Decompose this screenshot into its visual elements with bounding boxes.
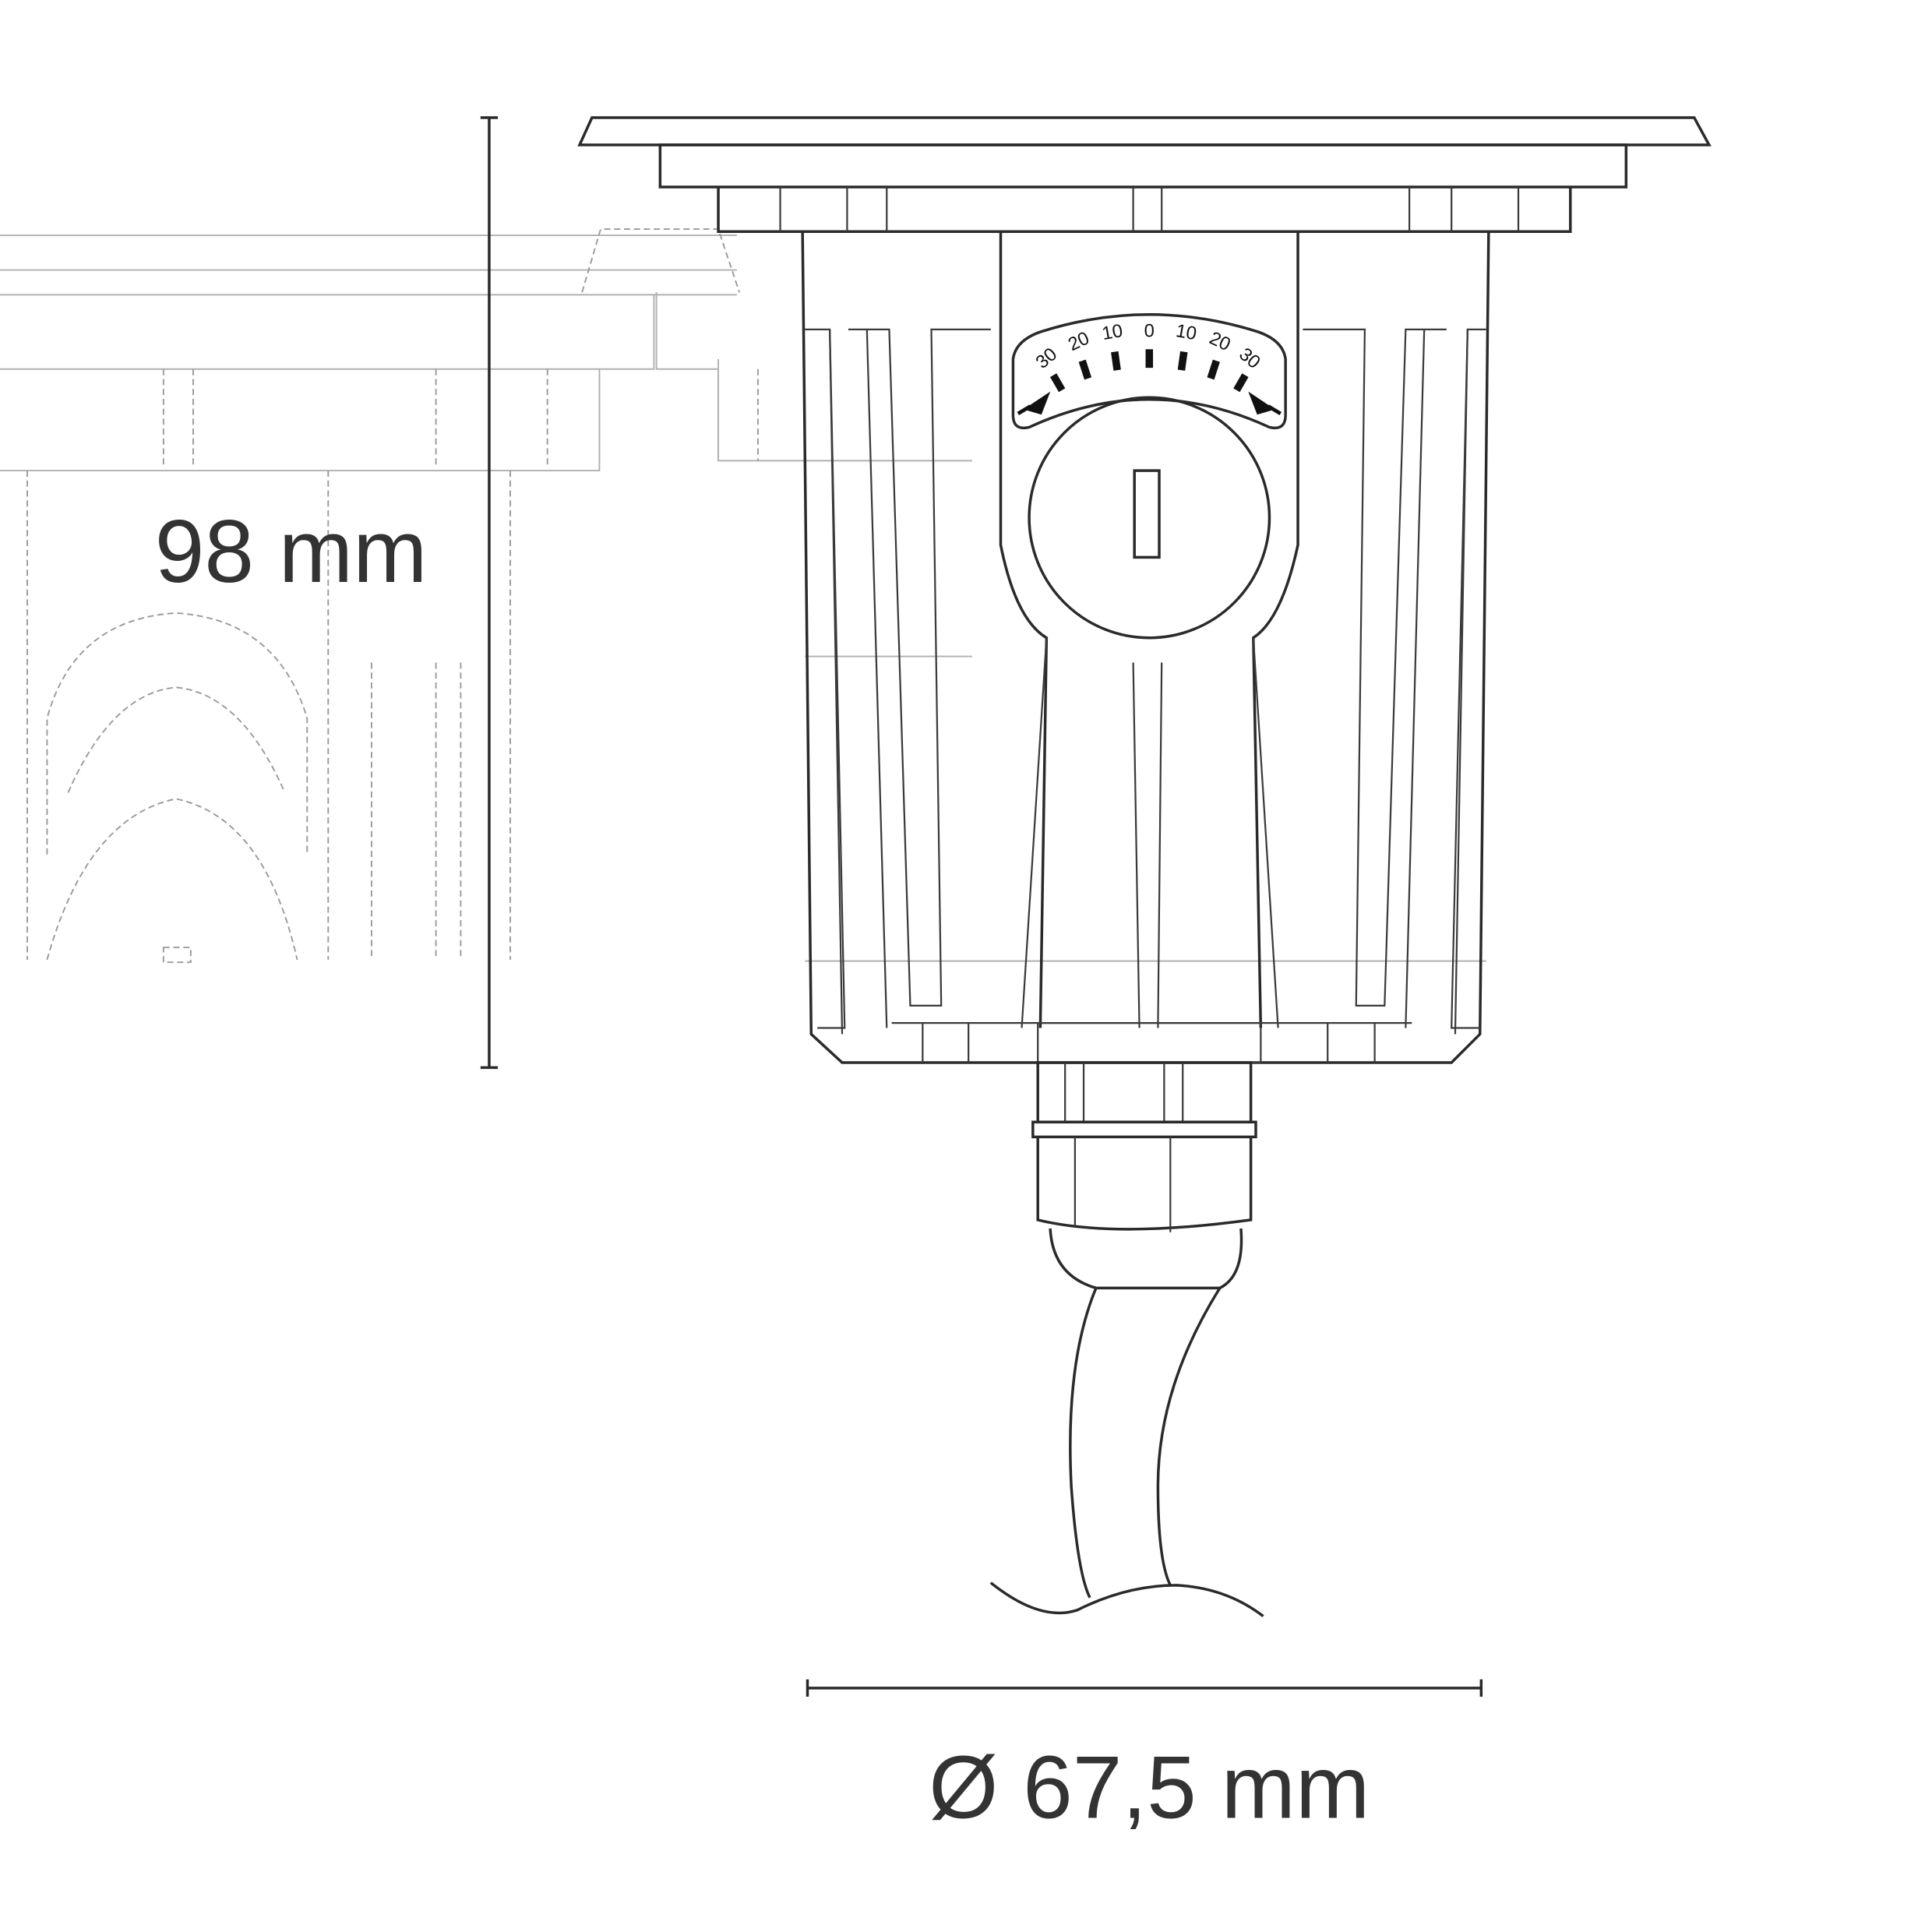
tilt-label-0: 0 (1144, 320, 1155, 341)
tilt-label-right-30: 30 (1235, 344, 1264, 373)
height-dimension: 98 mm (155, 116, 499, 1070)
tilt-label-left-20: 20 (1065, 327, 1092, 355)
height-label: 98 mm (155, 502, 428, 601)
arrow-right-icon (1248, 391, 1282, 416)
diameter-dimension: Ø 67,5 mm (806, 1679, 1483, 1838)
tilt-label-left-10: 10 (1100, 320, 1124, 344)
ghost-side-view (0, 228, 1486, 964)
tilt-label-right-10: 10 (1174, 320, 1198, 344)
tilt-label-right-20: 20 (1206, 327, 1233, 355)
cable-gland (989, 1061, 1264, 1618)
diameter-label: Ø 67,5 mm (929, 1738, 1370, 1838)
arrow-left-icon (1017, 391, 1051, 416)
fixture-body (577, 116, 1712, 1064)
tilt-tick-marks (1049, 349, 1249, 393)
tilt-label-left-30: 30 (1031, 344, 1061, 373)
